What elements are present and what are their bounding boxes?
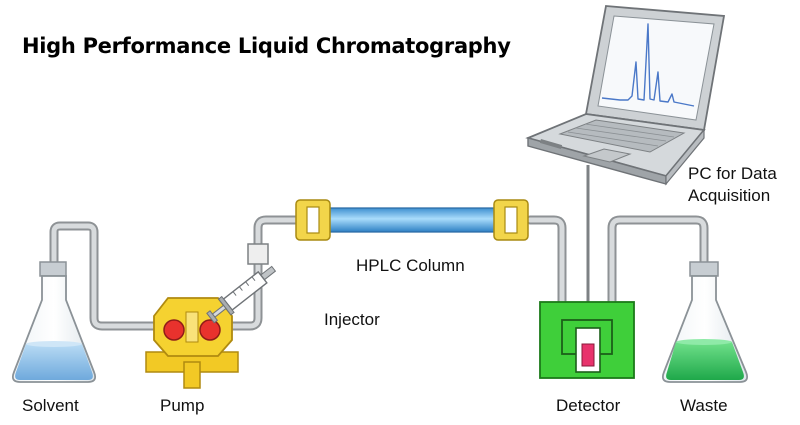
column-fitting-left	[295, 199, 331, 241]
waste-label: Waste	[680, 396, 728, 415]
laptop	[525, 5, 726, 186]
injector-label: Injector	[324, 310, 380, 329]
pc-label-line2: Acquisition	[688, 186, 771, 205]
waste-flask	[661, 261, 749, 383]
screen-chromatogram	[601, 23, 695, 107]
injector	[206, 243, 277, 324]
solvent-label: Solvent	[22, 396, 79, 415]
pc-label-line1: PC for Data	[688, 164, 777, 183]
pump	[145, 297, 239, 389]
solvent-flask	[11, 261, 97, 383]
detector-label: Detector	[556, 396, 621, 415]
column-fitting-right	[493, 199, 529, 241]
column-label: HPLC Column	[356, 256, 465, 275]
detector	[539, 301, 635, 379]
diagram-title: High Performance Liquid Chromatography	[22, 34, 511, 58]
pump-label: Pump	[160, 396, 205, 415]
hplc-column	[295, 199, 529, 241]
